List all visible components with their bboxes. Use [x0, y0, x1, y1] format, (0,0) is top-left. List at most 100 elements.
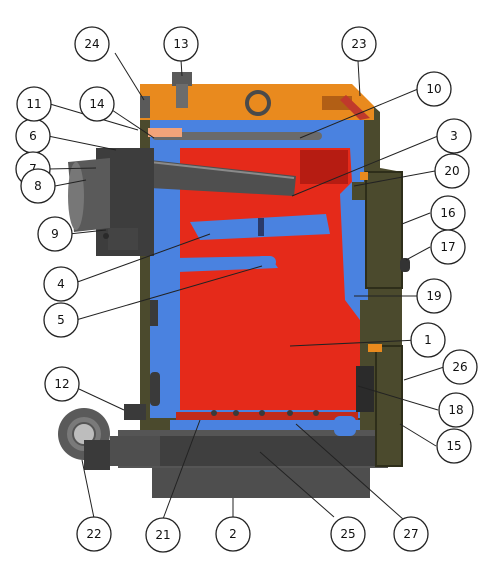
callout-21: 21 — [145, 517, 181, 553]
callout-23: 23 — [341, 26, 377, 62]
callout-label: 3 — [450, 129, 458, 143]
callout-19: 19 — [416, 278, 452, 314]
callout-circle — [341, 26, 377, 62]
flue-outlet — [172, 72, 192, 86]
callout-circle — [44, 366, 80, 402]
callout-label: 17 — [440, 240, 455, 254]
callout-label: 4 — [57, 277, 65, 291]
callout-11: 11 — [16, 86, 52, 122]
callout-circle — [436, 428, 472, 464]
base-plinth — [152, 466, 370, 498]
callout-circle — [215, 516, 251, 552]
callout-circle — [436, 118, 472, 154]
lower-baffle — [176, 256, 278, 272]
callout-label: 18 — [448, 403, 463, 417]
callout-label: 8 — [34, 179, 42, 193]
safety-valve-element — [148, 128, 182, 137]
callout-circle — [430, 229, 466, 265]
callout-13: 13 — [163, 26, 199, 62]
callout-circle — [43, 266, 79, 302]
left-hinge-mid — [150, 300, 158, 326]
callout-label: 16 — [440, 206, 455, 220]
feeder-bracket — [108, 228, 138, 250]
callout-label: 27 — [403, 527, 418, 541]
callout-2: 2 — [215, 516, 251, 552]
leader-lines — [47, 52, 445, 521]
callout-label: 1 — [424, 333, 432, 347]
grate-rail — [170, 420, 360, 430]
callout-15: 15 — [436, 428, 472, 464]
callout-label: 10 — [426, 82, 441, 96]
callout-4: 4 — [43, 266, 79, 302]
grate — [176, 412, 358, 420]
callout-12: 12 — [44, 366, 80, 402]
callout-label: 24 — [84, 37, 99, 51]
callout-label: 12 — [54, 377, 69, 391]
callout-label: 15 — [446, 439, 461, 453]
callout-26: 26 — [442, 349, 478, 385]
callout-27: 27 — [393, 516, 429, 552]
callout-label: 19 — [426, 289, 441, 303]
callout-8: 8 — [20, 168, 56, 204]
callout-group: 1234567891011121314151617181920212223242… — [15, 26, 478, 553]
callout-20: 20 — [434, 153, 470, 189]
callout-circle — [442, 349, 478, 385]
feed-tube-highlight — [149, 161, 295, 179]
callout-label: 22 — [86, 527, 101, 541]
upper-door — [365, 171, 403, 289]
callout-circle — [416, 71, 452, 107]
feeder-bolt — [103, 233, 109, 239]
lower-door-glass — [356, 366, 374, 412]
callout-circle — [43, 302, 79, 338]
callout-label: 26 — [452, 360, 467, 374]
upper-flue-pass — [300, 150, 348, 184]
callout-label: 11 — [26, 97, 41, 111]
callout-label: 5 — [57, 313, 65, 327]
callout-circle — [16, 86, 52, 122]
callout-6: 6 — [15, 118, 51, 154]
callout-label: 14 — [89, 97, 104, 111]
return-port — [124, 404, 146, 420]
feed-tube — [150, 160, 296, 196]
top-corner-vent — [340, 95, 370, 120]
callout-circle — [74, 26, 110, 62]
callout-label: 25 — [340, 527, 355, 541]
top-cover — [140, 84, 374, 120]
callout-label: 23 — [351, 37, 366, 51]
lower-door — [375, 345, 403, 467]
callout-label: 2 — [229, 527, 237, 541]
grate-bolts — [211, 410, 319, 416]
door-hinge-upper — [360, 172, 368, 180]
blower-fan — [58, 408, 160, 470]
callout-circle — [393, 516, 429, 552]
callout-label: 9 — [51, 227, 59, 241]
callout-9: 9 — [37, 216, 73, 252]
lower-baffle-tip — [256, 256, 276, 268]
callout-10: 10 — [416, 71, 452, 107]
callout-label: 20 — [444, 164, 459, 178]
left-hinge-lower — [150, 372, 160, 406]
callout-label: 6 — [29, 129, 37, 143]
callout-circle — [79, 86, 115, 122]
callout-circle — [330, 516, 366, 552]
callout-circle — [20, 168, 56, 204]
callout-circle — [438, 392, 474, 428]
callout-circle — [416, 278, 452, 314]
left-hinge-upper — [140, 96, 150, 118]
callout-22: 22 — [76, 516, 112, 552]
callout-14: 14 — [79, 86, 115, 122]
door-hinge-lower — [368, 344, 382, 352]
upper-door-handle — [400, 258, 410, 272]
callout-5: 5 — [43, 302, 79, 338]
callout-circle — [37, 216, 73, 252]
callout-circle — [410, 322, 446, 358]
callout-circle — [145, 517, 181, 553]
callout-24: 24 — [74, 26, 110, 62]
callout-25: 25 — [330, 516, 366, 552]
ash-box — [334, 416, 356, 436]
feeder-flange — [68, 162, 84, 230]
baffle-support — [258, 218, 264, 236]
callout-1: 1 — [410, 322, 446, 358]
callout-circle — [76, 516, 112, 552]
